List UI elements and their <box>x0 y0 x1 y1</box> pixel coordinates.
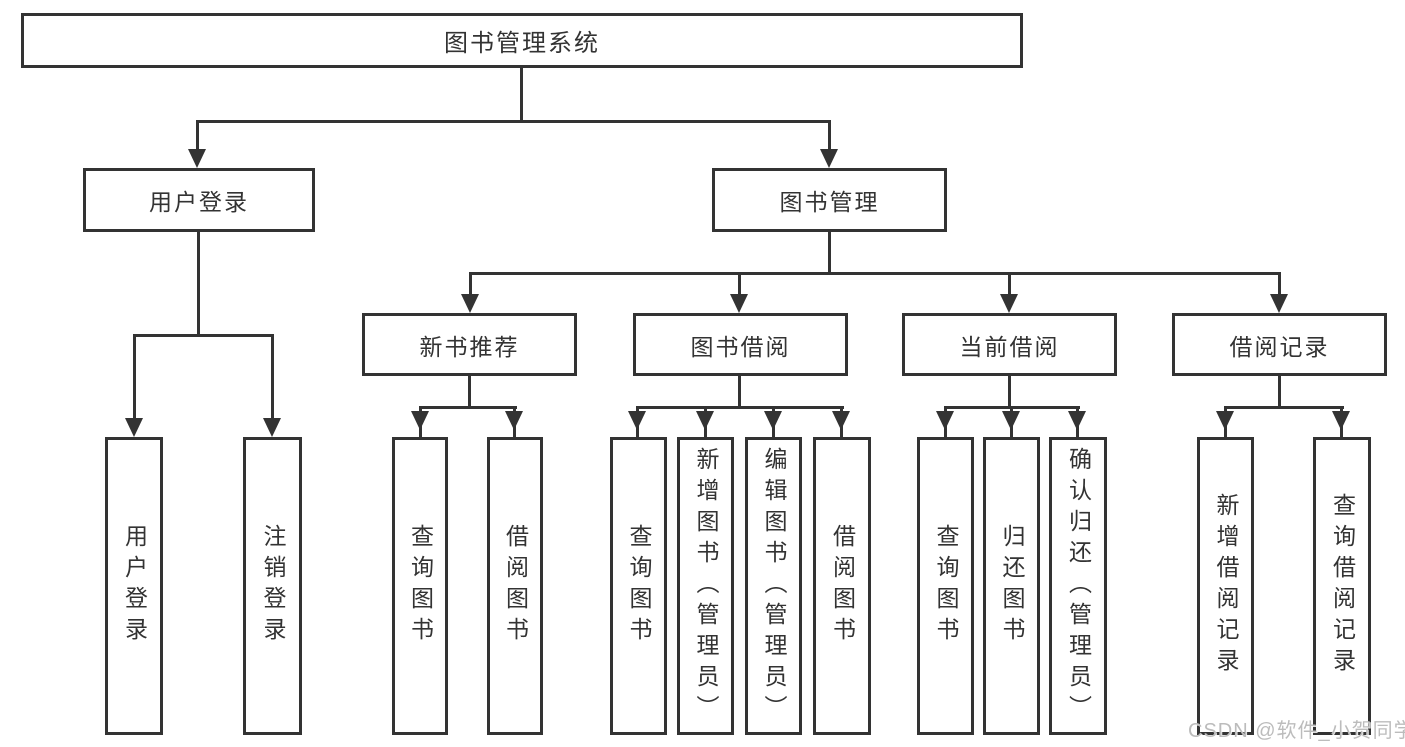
csdn-watermark: CSDN @软件_小贺同学 <box>1188 720 1405 742</box>
node-leaf-edit-books-admin: 编辑图书（管理员） <box>745 437 802 735</box>
connector-root-drop <box>196 120 199 152</box>
connector-current-stem <box>1008 376 1011 408</box>
arrowhead-down-icon <box>832 411 850 430</box>
connector-book-mgmt-drop <box>1008 272 1011 298</box>
node-root-label: 图书管理系统 <box>444 30 600 57</box>
arrowhead-down-icon <box>1002 411 1020 430</box>
node-leaf-borrow-books-newrec-label: 借阅图书 <box>502 524 529 648</box>
connector-records-bar <box>1224 406 1344 409</box>
node-leaf-logout-label: 注销登录 <box>260 524 286 648</box>
node-leaf-return-books-label: 归还图书 <box>999 524 1025 648</box>
arrowhead-down-icon <box>628 411 646 430</box>
node-user-login: 用户登录 <box>83 168 315 232</box>
node-user-login-label: 用户登录 <box>149 189 249 215</box>
node-new-book-recommend-label: 新书推荐 <box>419 333 520 360</box>
arrowhead-down-icon <box>730 294 748 313</box>
connector-newrec-bar <box>419 406 517 409</box>
node-leaf-borrow-books-newrec: 借阅图书 <box>487 437 543 735</box>
node-root: 图书管理系统 <box>21 13 1023 68</box>
connector-book-mgmt-bar <box>469 272 1281 275</box>
connector-root-bar <box>196 120 831 123</box>
connector-book-mgmt-drop <box>1278 272 1281 298</box>
node-leaf-query-borrow-record-label: 查询借阅记录 <box>1329 493 1356 679</box>
connector-root-drop <box>828 120 831 152</box>
connector-user-login-stem <box>197 232 200 336</box>
node-leaf-query-books-current: 查询图书 <box>917 437 974 735</box>
node-leaf-confirm-return-admin-label: 确认归还（管理员） <box>1065 446 1092 726</box>
node-leaf-confirm-return-admin: 确认归还（管理员） <box>1049 437 1107 735</box>
connector-root-stem <box>520 68 523 120</box>
node-book-management-label: 图书管理 <box>779 189 880 215</box>
node-leaf-return-books: 归还图书 <box>983 437 1040 735</box>
arrowhead-down-icon <box>764 411 782 430</box>
arrowhead-down-icon <box>263 418 281 437</box>
connector-user-login-drop <box>271 334 274 422</box>
node-leaf-logout: 注销登录 <box>243 437 302 735</box>
arrowhead-down-icon <box>1270 294 1288 313</box>
arrowhead-down-icon <box>820 149 838 168</box>
connector-book-mgmt-drop <box>469 272 472 298</box>
arrowhead-down-icon <box>505 411 523 430</box>
node-leaf-edit-books-admin-label: 编辑图书（管理员） <box>761 446 787 726</box>
connector-newrec-stem <box>468 376 471 408</box>
node-leaf-query-books-borrowing: 查询图书 <box>610 437 667 735</box>
connector-records-stem <box>1278 376 1281 408</box>
node-leaf-query-books-current-label: 查询图书 <box>933 524 959 648</box>
connector-book-mgmt-drop <box>738 272 741 298</box>
node-leaf-query-borrow-record: 查询借阅记录 <box>1313 437 1371 735</box>
arrowhead-down-icon <box>936 411 954 430</box>
arrowhead-down-icon <box>1000 294 1018 313</box>
connector-book-mgmt-stem <box>828 232 831 275</box>
connector-borrowing-bar <box>637 406 844 409</box>
node-current-borrowing: 当前借阅 <box>902 313 1117 376</box>
arrowhead-down-icon <box>696 411 714 430</box>
node-book-borrowing-label: 图书借阅 <box>690 333 791 360</box>
arrowhead-down-icon <box>188 149 206 168</box>
arrowhead-down-icon <box>411 411 429 430</box>
connector-user-login-drop <box>133 334 136 422</box>
connector-user-login-bar <box>133 334 274 337</box>
node-borrowing-records-label: 借阅记录 <box>1229 333 1330 360</box>
node-leaf-query-books-newrec-label: 查询图书 <box>407 524 434 648</box>
node-borrowing-records: 借阅记录 <box>1172 313 1387 376</box>
arrowhead-down-icon <box>461 294 479 313</box>
node-leaf-add-books-admin-label: 新增图书（管理员） <box>693 446 719 726</box>
connector-borrowing-stem <box>738 376 741 408</box>
node-leaf-user-login: 用户登录 <box>105 437 163 735</box>
arrowhead-down-icon <box>1332 411 1350 430</box>
node-leaf-borrow-books-borrowing: 借阅图书 <box>813 437 871 735</box>
node-leaf-add-books-admin: 新增图书（管理员） <box>677 437 734 735</box>
node-new-book-recommend: 新书推荐 <box>362 313 577 376</box>
node-leaf-add-borrow-record: 新增借阅记录 <box>1197 437 1254 735</box>
node-leaf-user-login-label: 用户登录 <box>121 524 148 648</box>
arrowhead-down-icon <box>1068 411 1086 430</box>
node-book-borrowing: 图书借阅 <box>633 313 848 376</box>
arrowhead-down-icon <box>1216 411 1234 430</box>
node-current-borrowing-label: 当前借阅 <box>959 333 1060 360</box>
node-book-management: 图书管理 <box>712 168 947 232</box>
arrowhead-down-icon <box>125 418 143 437</box>
node-leaf-query-books-newrec: 查询图书 <box>392 437 448 735</box>
node-leaf-query-books-borrowing-label: 查询图书 <box>626 524 652 648</box>
node-leaf-borrow-books-borrowing-label: 借阅图书 <box>829 524 856 648</box>
node-leaf-add-borrow-record-label: 新增借阅记录 <box>1213 493 1239 679</box>
